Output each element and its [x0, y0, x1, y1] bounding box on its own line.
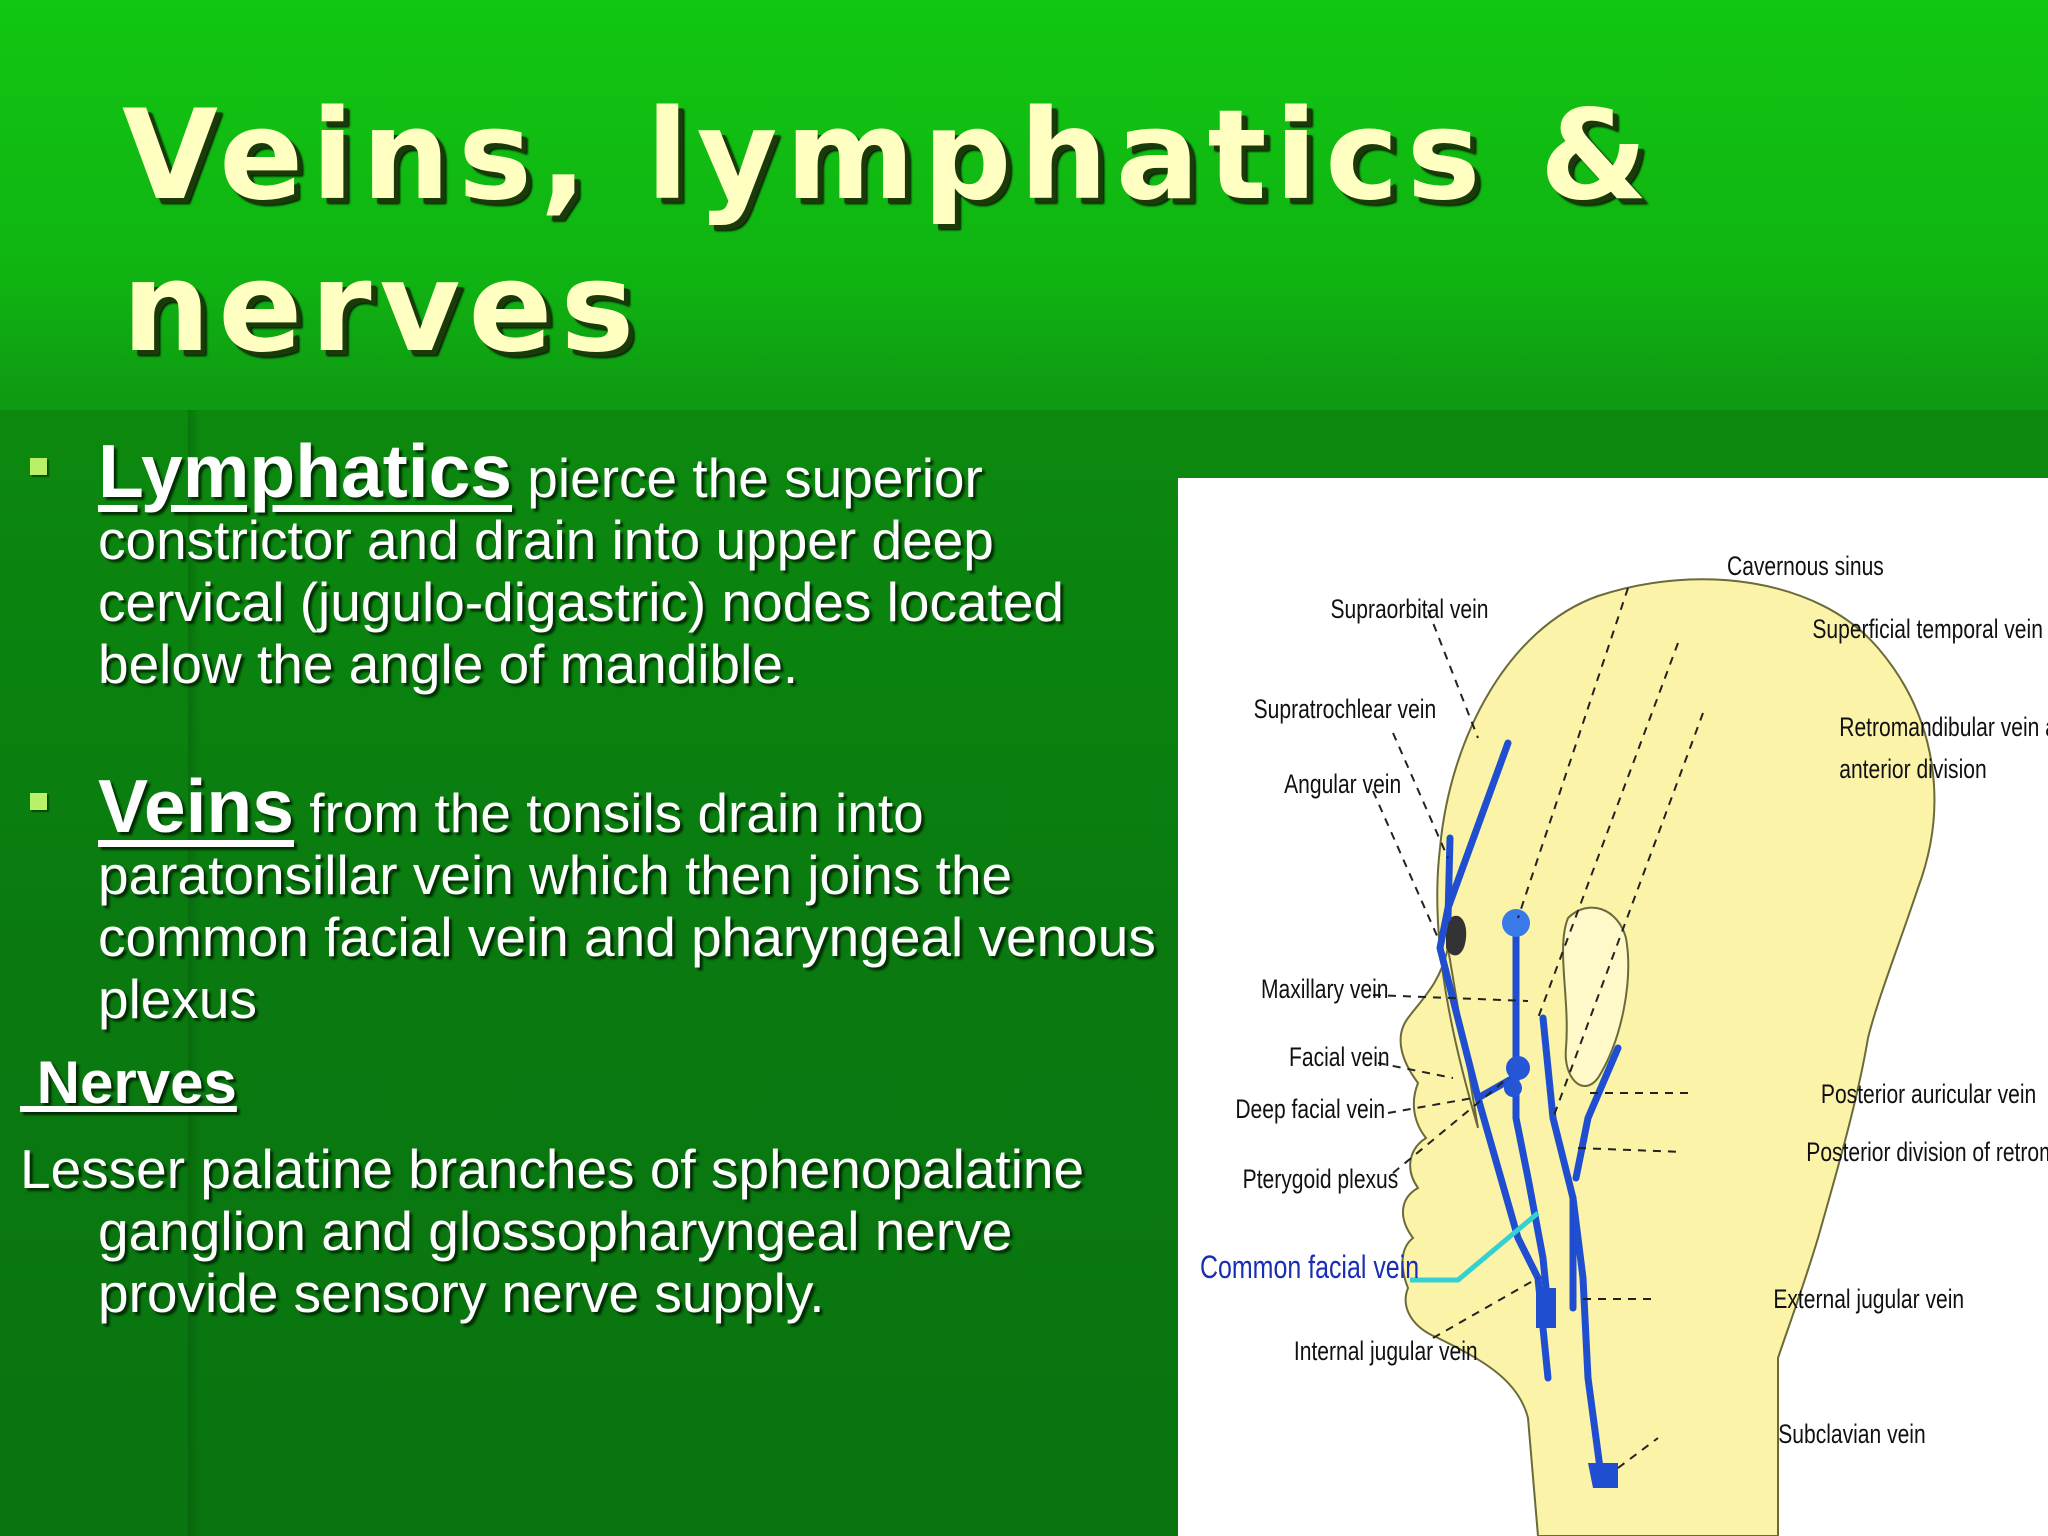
- leader-line: [1372, 994, 1529, 1002]
- slide-body: Lymphatics pierce the superior constrict…: [20, 434, 1170, 1379]
- label-common-facial-vein: Common facial vein: [1200, 1250, 1419, 1286]
- title-line-1: Veins, lymphatics &: [122, 84, 1656, 228]
- label-pterygoid-plexus: Pterygoid plexus: [1243, 1165, 1399, 1195]
- label-posterior-auricular-vein: Posterior auricular vein: [1821, 1080, 2036, 1110]
- label-subclavian-vein: Subclavian vein: [1778, 1420, 1925, 1450]
- label-internal-jugular-vein: Internal jugular vein: [1294, 1337, 1478, 1367]
- bullet-veins: Veins from the tonsils drain into parato…: [20, 769, 1170, 1030]
- label-external-jugular-vein: External jugular vein: [1773, 1285, 1964, 1315]
- pterygoid-plexus-node: [1504, 1079, 1522, 1097]
- bullet-lymphatics: Lymphatics pierce the superior constrict…: [20, 434, 1170, 695]
- bullet-text-lymphatics: pierce the superior constrictor and drai…: [98, 447, 1065, 695]
- angular-facial-vein: [1436, 739, 1542, 1282]
- bullet-lead-lymphatics: Lymphatics: [98, 429, 513, 513]
- label-maxillary-vein: Maxillary vein: [1261, 975, 1389, 1005]
- bullet-square-icon: [30, 793, 47, 810]
- label-supratrochlear-vein: Supratrochlear vein: [1254, 695, 1437, 725]
- label-supraorbital-vein: Supraorbital vein: [1331, 595, 1489, 625]
- label-retromandibular-line-2: anterior division: [1839, 755, 1986, 785]
- leader-line: [1537, 642, 1679, 1019]
- posterior-division-vein: [1539, 1014, 1577, 1312]
- bullet-square-icon: [30, 458, 47, 475]
- nerves-heading: Nerves: [20, 1049, 237, 1116]
- label-retromandibular-line-1: Retromandibular vein and its: [1839, 713, 2048, 743]
- common-facial-junction: [1536, 1288, 1556, 1328]
- leader-line: [1552, 712, 1704, 1119]
- label-cavernous-sinus: Cavernous sinus: [1727, 552, 1884, 582]
- label-angular-vein: Angular vein: [1284, 770, 1401, 800]
- eye: [1446, 915, 1467, 956]
- slide-title: Veins, lymphatics & nerves: [122, 80, 1922, 384]
- posterior-auricular-vein: [1572, 1044, 1622, 1182]
- facial-veins-diagram: Cavernous sinus Supraorbital vein Superf…: [1178, 478, 2048, 1536]
- leader-line: [1392, 732, 1449, 859]
- ear: [1562, 906, 1630, 1088]
- leader-line: [1577, 1147, 1684, 1153]
- title-line-2: nerves: [122, 236, 643, 380]
- external-jugular-vein: [1569, 1194, 1604, 1472]
- pterygoid-plexus-node: [1506, 1056, 1530, 1080]
- bullet-text-veins: from the tonsils drain into paratonsilla…: [98, 782, 1156, 1030]
- label-deep-facial-vein: Deep facial vein: [1235, 1095, 1385, 1125]
- leader-line: [1392, 1077, 1509, 1174]
- leader-line: [1372, 790, 1439, 939]
- diagram-svg: Cavernous sinus Supraorbital vein Superf…: [1200, 552, 2048, 1536]
- supratrochlear-vein: [1444, 834, 1454, 922]
- leader-lines: [1372, 587, 1704, 1469]
- label-superficial-temporal-vein: Superficial temporal vein: [1812, 615, 2043, 645]
- common-facial-highlight: [1410, 1211, 1540, 1283]
- nerves-paragraph: Lesser palatine branches of sphenopalati…: [20, 1138, 1085, 1324]
- leader-line: [1517, 587, 1629, 919]
- subclavian-vein: [1588, 1463, 1618, 1488]
- leader-line: [1432, 1277, 1539, 1339]
- leader-line: [1377, 1062, 1454, 1079]
- leader-line: [1427, 609, 1479, 739]
- cavernous-sinus-node: [1502, 909, 1530, 937]
- label-facial-vein: Facial vein: [1289, 1043, 1390, 1073]
- label-posterior-division: Posterior division of retromandibular ve…: [1806, 1138, 2048, 1168]
- head-silhouette: [1399, 578, 1936, 1536]
- content-band-edge: [188, 410, 200, 1536]
- bullet-lead-veins: Veins: [98, 764, 294, 848]
